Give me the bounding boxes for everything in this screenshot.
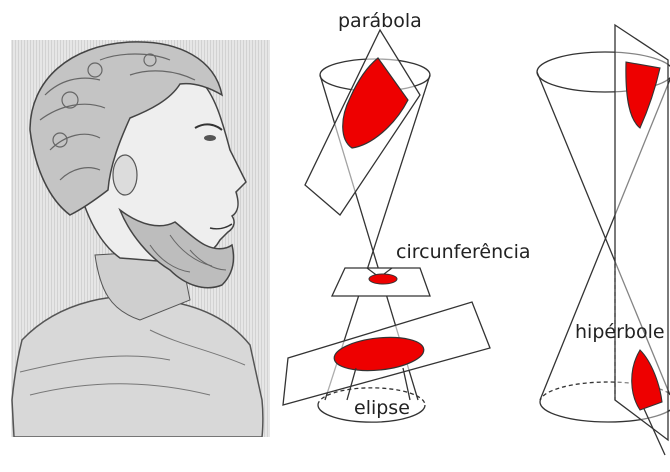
ellipse-label: elipse (354, 399, 410, 418)
circumference-section (332, 268, 430, 296)
circumference-label: circunferência (396, 243, 531, 262)
parabola-section (305, 30, 420, 215)
ellipse-section (283, 302, 490, 405)
portrait-engraving (11, 40, 270, 437)
right-double-cone (537, 25, 670, 455)
ear (113, 155, 137, 195)
circumference-red-section (369, 274, 397, 284)
parabola-label: parábola (338, 12, 422, 31)
hyperbola-label: hipérbole (575, 323, 665, 342)
